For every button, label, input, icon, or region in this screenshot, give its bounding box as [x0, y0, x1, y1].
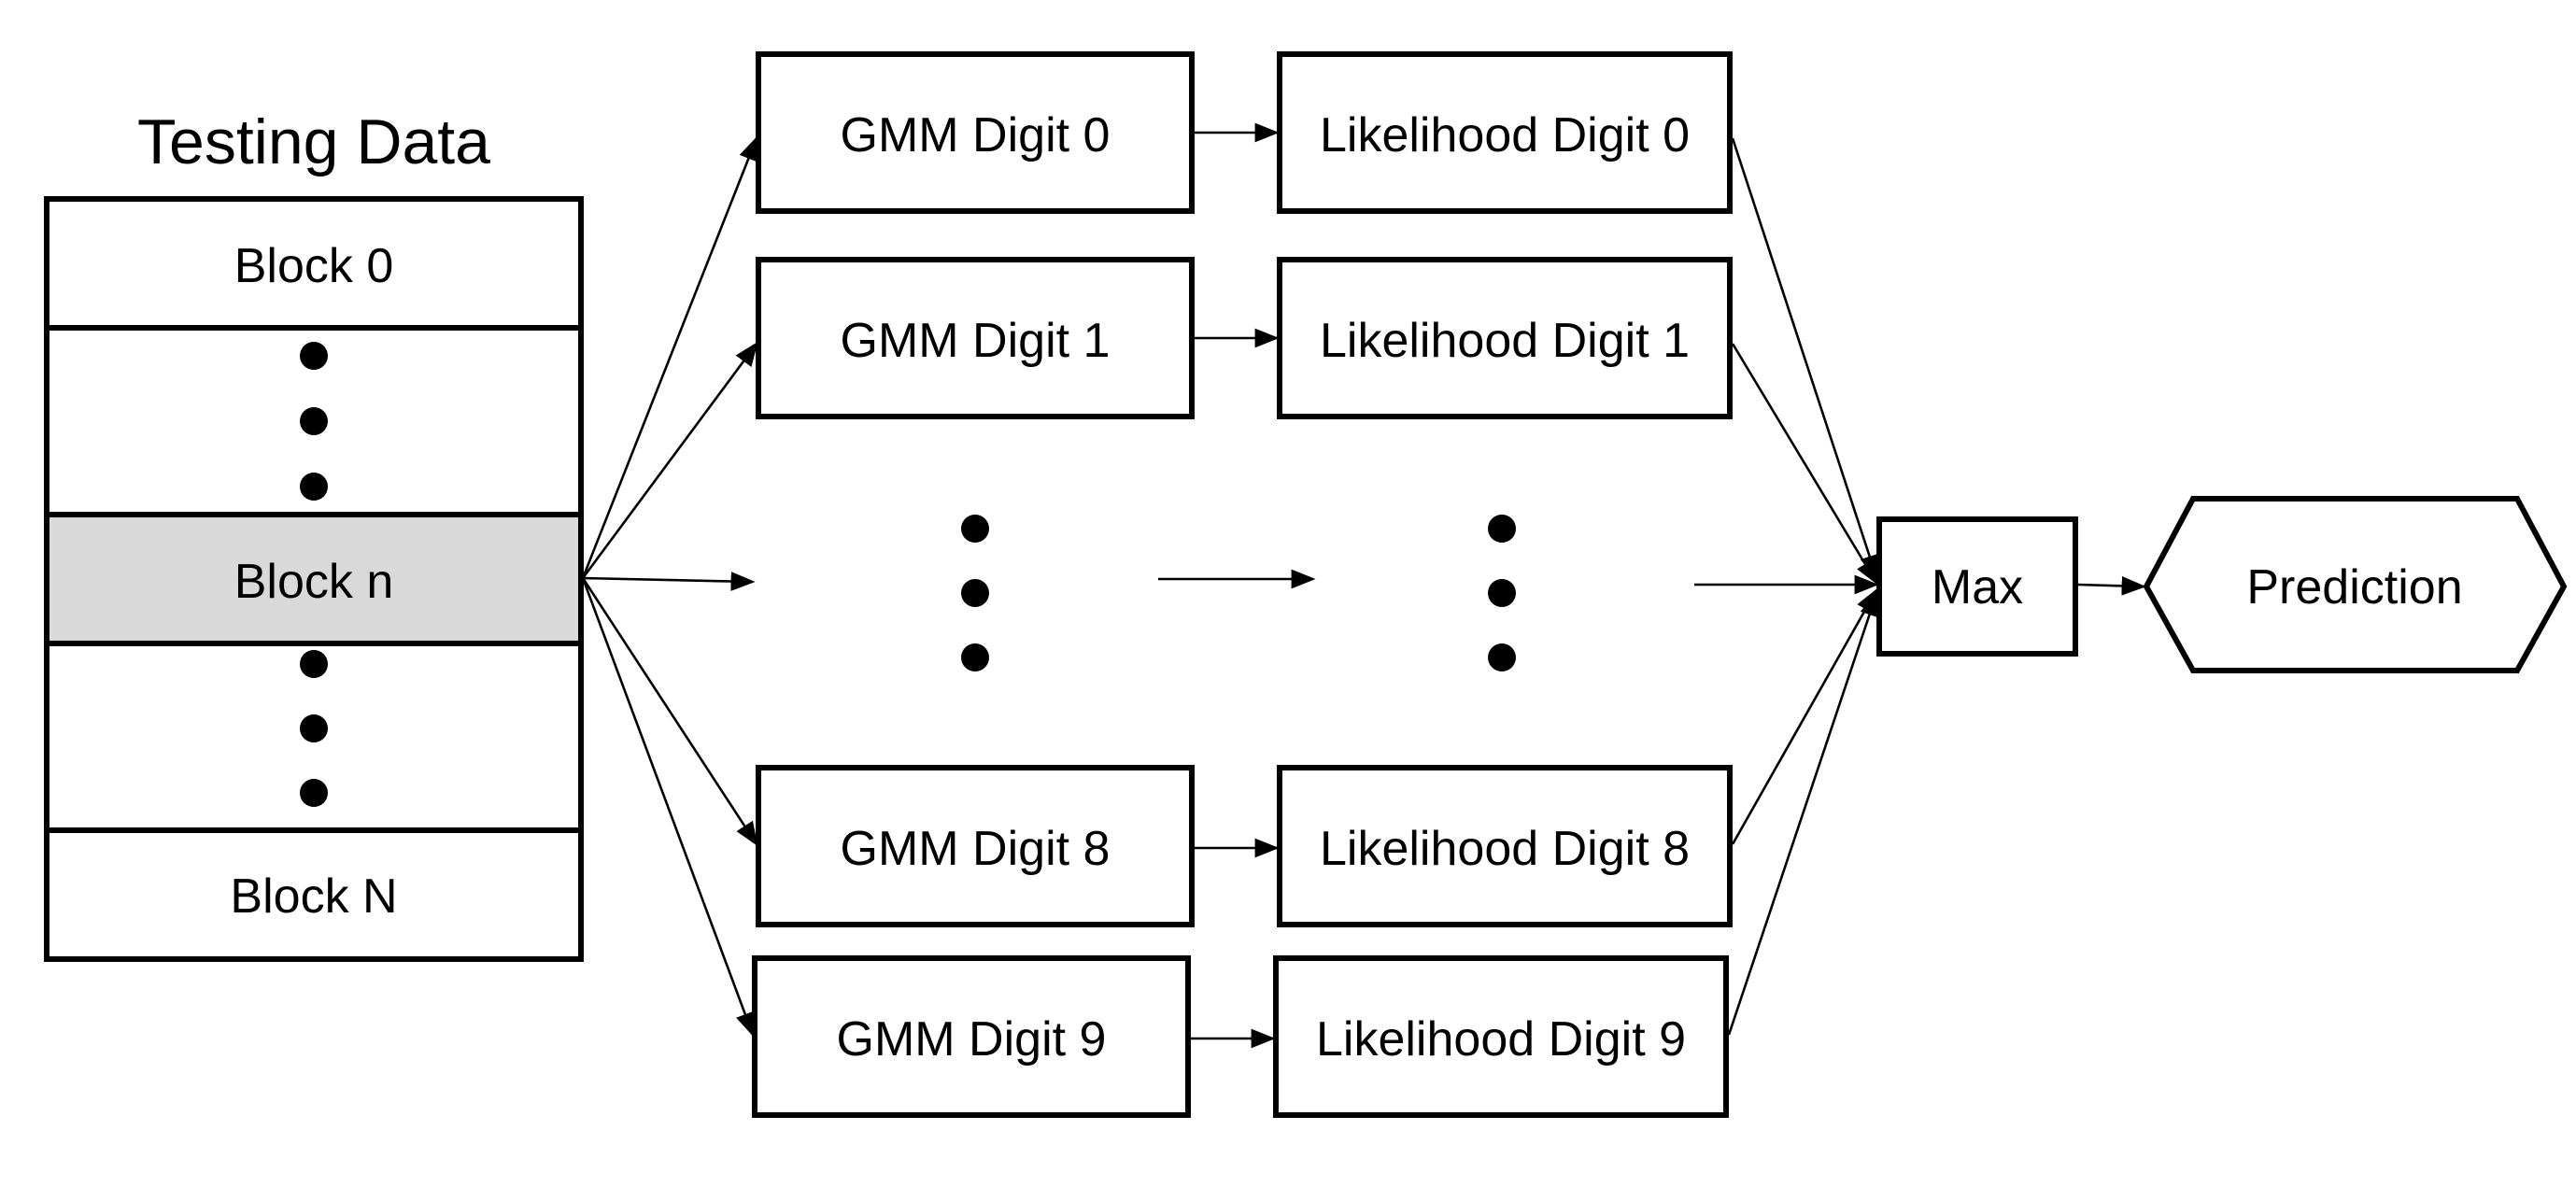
gmm-digit-1-box: [756, 257, 1195, 419]
max-box: [1876, 516, 2078, 657]
likelihood-digit-0-label: Likelihood Digit 0: [1320, 108, 1690, 162]
ellipsis-dot: [300, 473, 328, 501]
gmm-digit-9-box: [752, 955, 1191, 1118]
edge-to-gmm-8: [581, 577, 758, 847]
block-N-cell: [44, 827, 584, 962]
likelihood-digit-9-box: [1273, 955, 1729, 1118]
ellipsis-dot: [961, 643, 989, 671]
ellipsis-dot: [300, 407, 328, 435]
ellipsis-dot: [1488, 515, 1516, 543]
likelihood-digit-8-box: [1277, 765, 1733, 927]
likelihood-digit-0-box: [1277, 51, 1733, 214]
ellipsis-dot: [300, 779, 328, 807]
gmm-digit-0-box: [756, 51, 1195, 214]
likelihood-digit-8-label: Likelihood Digit 8: [1320, 822, 1690, 876]
edge-max-to-prediction: [2077, 575, 2146, 596]
ellipsis-dot: [300, 342, 328, 370]
edge-to-gmm-1: [581, 341, 758, 579]
ellipsis-dot: [300, 714, 328, 742]
prediction-label: Prediction: [2246, 560, 2462, 615]
gmm-column: GMM Digit 0 GMM Digit 1 GMM Digit 8 GMM …: [752, 51, 1195, 1118]
likelihood-to-max-edges: [1694, 137, 1879, 1036]
ellipsis-dot: [961, 579, 989, 607]
block-0-cell: [44, 196, 584, 331]
ellipsis-dot: [1488, 579, 1516, 607]
edge-to-gmm-ellipsis: [582, 572, 756, 591]
block-0-label: Block 0: [234, 239, 394, 293]
edge-likelihood0-to-max: [1731, 137, 1879, 580]
edge-to-gmm-0: [581, 135, 758, 579]
likelihood-digit-9-label: Likelihood Digit 9: [1316, 1012, 1686, 1067]
ellipsis-dot: [961, 515, 989, 543]
gmm-digit-9-label: GMM Digit 9: [837, 1012, 1107, 1067]
gmm-digit-0-label: GMM Digit 0: [841, 108, 1111, 162]
edge-likelihood9-to-max: [1727, 591, 1879, 1036]
testing-data-stack: Block 0 Block n Block N: [44, 196, 584, 962]
edge-to-gmm-9: [581, 577, 755, 1038]
gmm-digit-8-label: GMM Digit 8: [841, 822, 1111, 876]
testing-data-title: Testing Data: [137, 106, 490, 177]
block-n-label: Block n: [234, 555, 394, 609]
fanout-edges: [581, 135, 758, 1038]
likelihood-digit-1-box: [1277, 257, 1733, 419]
prediction-hexagon: [2143, 496, 2568, 673]
max-label: Max: [1932, 560, 2023, 615]
block-N-label: Block N: [230, 869, 397, 924]
likelihood-digit-1-label: Likelihood Digit 1: [1320, 314, 1690, 368]
ellipsis-dot: [1488, 643, 1516, 671]
edge-likelihood8-to-max: [1731, 587, 1878, 845]
gmm-to-likelihood-edges: [1158, 122, 1316, 1049]
edge-likelihood1-to-max: [1731, 343, 1878, 586]
gmm-digit-1-label: GMM Digit 1: [841, 314, 1111, 368]
likelihood-column: Likelihood Digit 0 Likelihood Digit 1 Li…: [1273, 51, 1733, 1118]
gmm-digit-8-box: [756, 765, 1195, 927]
ellipsis-dot: [300, 650, 328, 678]
